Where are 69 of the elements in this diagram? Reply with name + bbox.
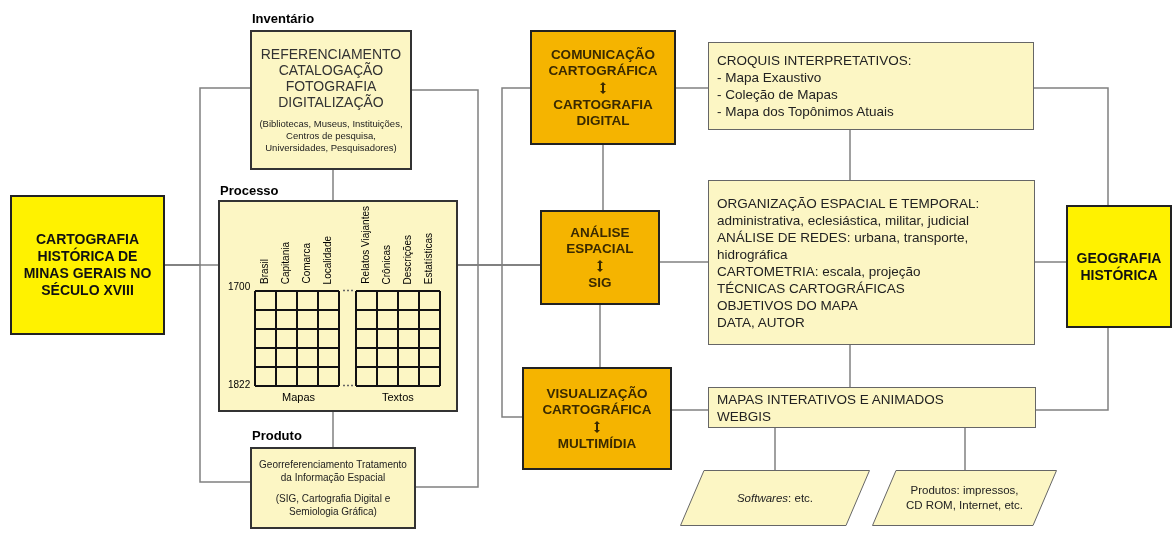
result-box: [708, 42, 1034, 130]
box-title: ANÁLISE ESPACIAL: [565, 224, 635, 257]
result-box: [708, 180, 1035, 345]
section-heading: Produto: [252, 429, 302, 442]
connector-line: [332, 169, 334, 201]
box-title: VISUALIZAÇÃO CARTOGRÁFICA: [541, 385, 653, 418]
list-line: TÉCNICAS CARTOGRÁFICAS: [717, 279, 906, 297]
result-box: [708, 387, 1036, 428]
group-label: Mapas: [282, 392, 316, 403]
method-box: [522, 367, 672, 470]
connector-line: [671, 409, 709, 411]
connector-line: [1033, 87, 1109, 206]
connector-line: [774, 427, 776, 471]
connector-line: [457, 264, 523, 418]
year-label: 1822: [228, 380, 251, 390]
main-box: [10, 195, 165, 335]
list-line: - Mapa Exaustivo: [717, 69, 823, 86]
connector-line: [849, 344, 851, 388]
box-note: (SIG, Cartografia Digital e Semiologia Gráfica): [274, 492, 392, 518]
box-title: COMUNICAÇÃO CARTOGRÁFICA: [547, 46, 659, 79]
connector-line: [599, 304, 601, 368]
box-text: Georreferenciamento Tratamento da Informação Espacial: [258, 458, 408, 484]
box-title: CARTOGRAFIA HISTÓRICA DE MINAS GERAIS NO SÉCULO XVIII: [22, 231, 153, 299]
list-line: CROQUIS INTERPRETATIVOS:: [717, 52, 913, 69]
method-box: [530, 30, 676, 145]
list-line: ORGANIZAÇÃO ESPACIAL E TEMPORAL:: [717, 194, 981, 212]
column-header: Brasil: [260, 259, 270, 284]
box-title: GEOGRAFIA HISTÓRICA: [1076, 249, 1162, 284]
parallelogram-box: [680, 470, 870, 526]
parallelogram-box: [872, 470, 1057, 526]
list-line: WEBGIS: [717, 407, 772, 425]
connector-line: [1035, 327, 1109, 411]
section-heading: Inventário: [252, 12, 315, 25]
box-text: Softwares: etc.: [736, 490, 814, 506]
connector-line: [415, 264, 541, 488]
box-note: (Bibliotecas, Museus, Instituições, Centros de pesquisa, Universidades, Pesquisadores): [258, 118, 404, 154]
list-line: ANÁLISE DE REDES: urbana, transporte, hidrográfica: [717, 228, 970, 263]
box-text: REFERENCIAMENTO CATALOGAÇÃO FOTOGRAFIA DIGITALIZAÇÃO: [259, 46, 403, 110]
column-header: Relatos Viajantes: [361, 206, 371, 284]
box-title: CARTOGRAFIA DIGITAL: [552, 96, 654, 129]
connector-line: [164, 264, 251, 483]
method-box: [540, 210, 660, 305]
connector-line: [1034, 261, 1067, 263]
connector-line: [849, 129, 851, 181]
list-line: - Mapa dos Topônimos Atuais: [717, 103, 895, 120]
box-title: SIG: [588, 274, 612, 291]
column-header: Descrições: [403, 234, 413, 284]
box-text: Produtos: impressos, CD ROM, Internet, etc.: [905, 483, 1024, 513]
list-line: administrativa, eclesiástica, militar, judicial: [717, 211, 971, 229]
connector-line: [964, 427, 966, 471]
column-header: Crônicas: [382, 244, 392, 284]
list-line: OBJETIVOS DO MAPA: [717, 296, 859, 314]
year-label: 1700: [228, 282, 251, 292]
list-line: - Coleção de Mapas: [717, 86, 839, 103]
section-heading: Processo: [220, 184, 279, 197]
column-header: Localidade: [323, 235, 333, 284]
list-line: DATA, AUTOR: [717, 313, 806, 331]
list-line: CARTOMETRIA: escala, projeção: [717, 262, 922, 280]
box-title: MULTIMÍDIA: [557, 435, 637, 452]
connector-line: [602, 144, 604, 211]
main-box: [1066, 205, 1172, 328]
connector-line: [332, 411, 334, 448]
column-header: Estatísticas: [424, 232, 434, 284]
group-label: Textos: [382, 392, 414, 403]
column-header: Comarca: [302, 243, 312, 284]
connector-line: [675, 87, 709, 89]
connector-line: [659, 261, 709, 263]
column-header: Capitania: [281, 241, 291, 284]
list-line: MAPAS INTERATIVOS E ANIMADOS: [717, 390, 945, 408]
